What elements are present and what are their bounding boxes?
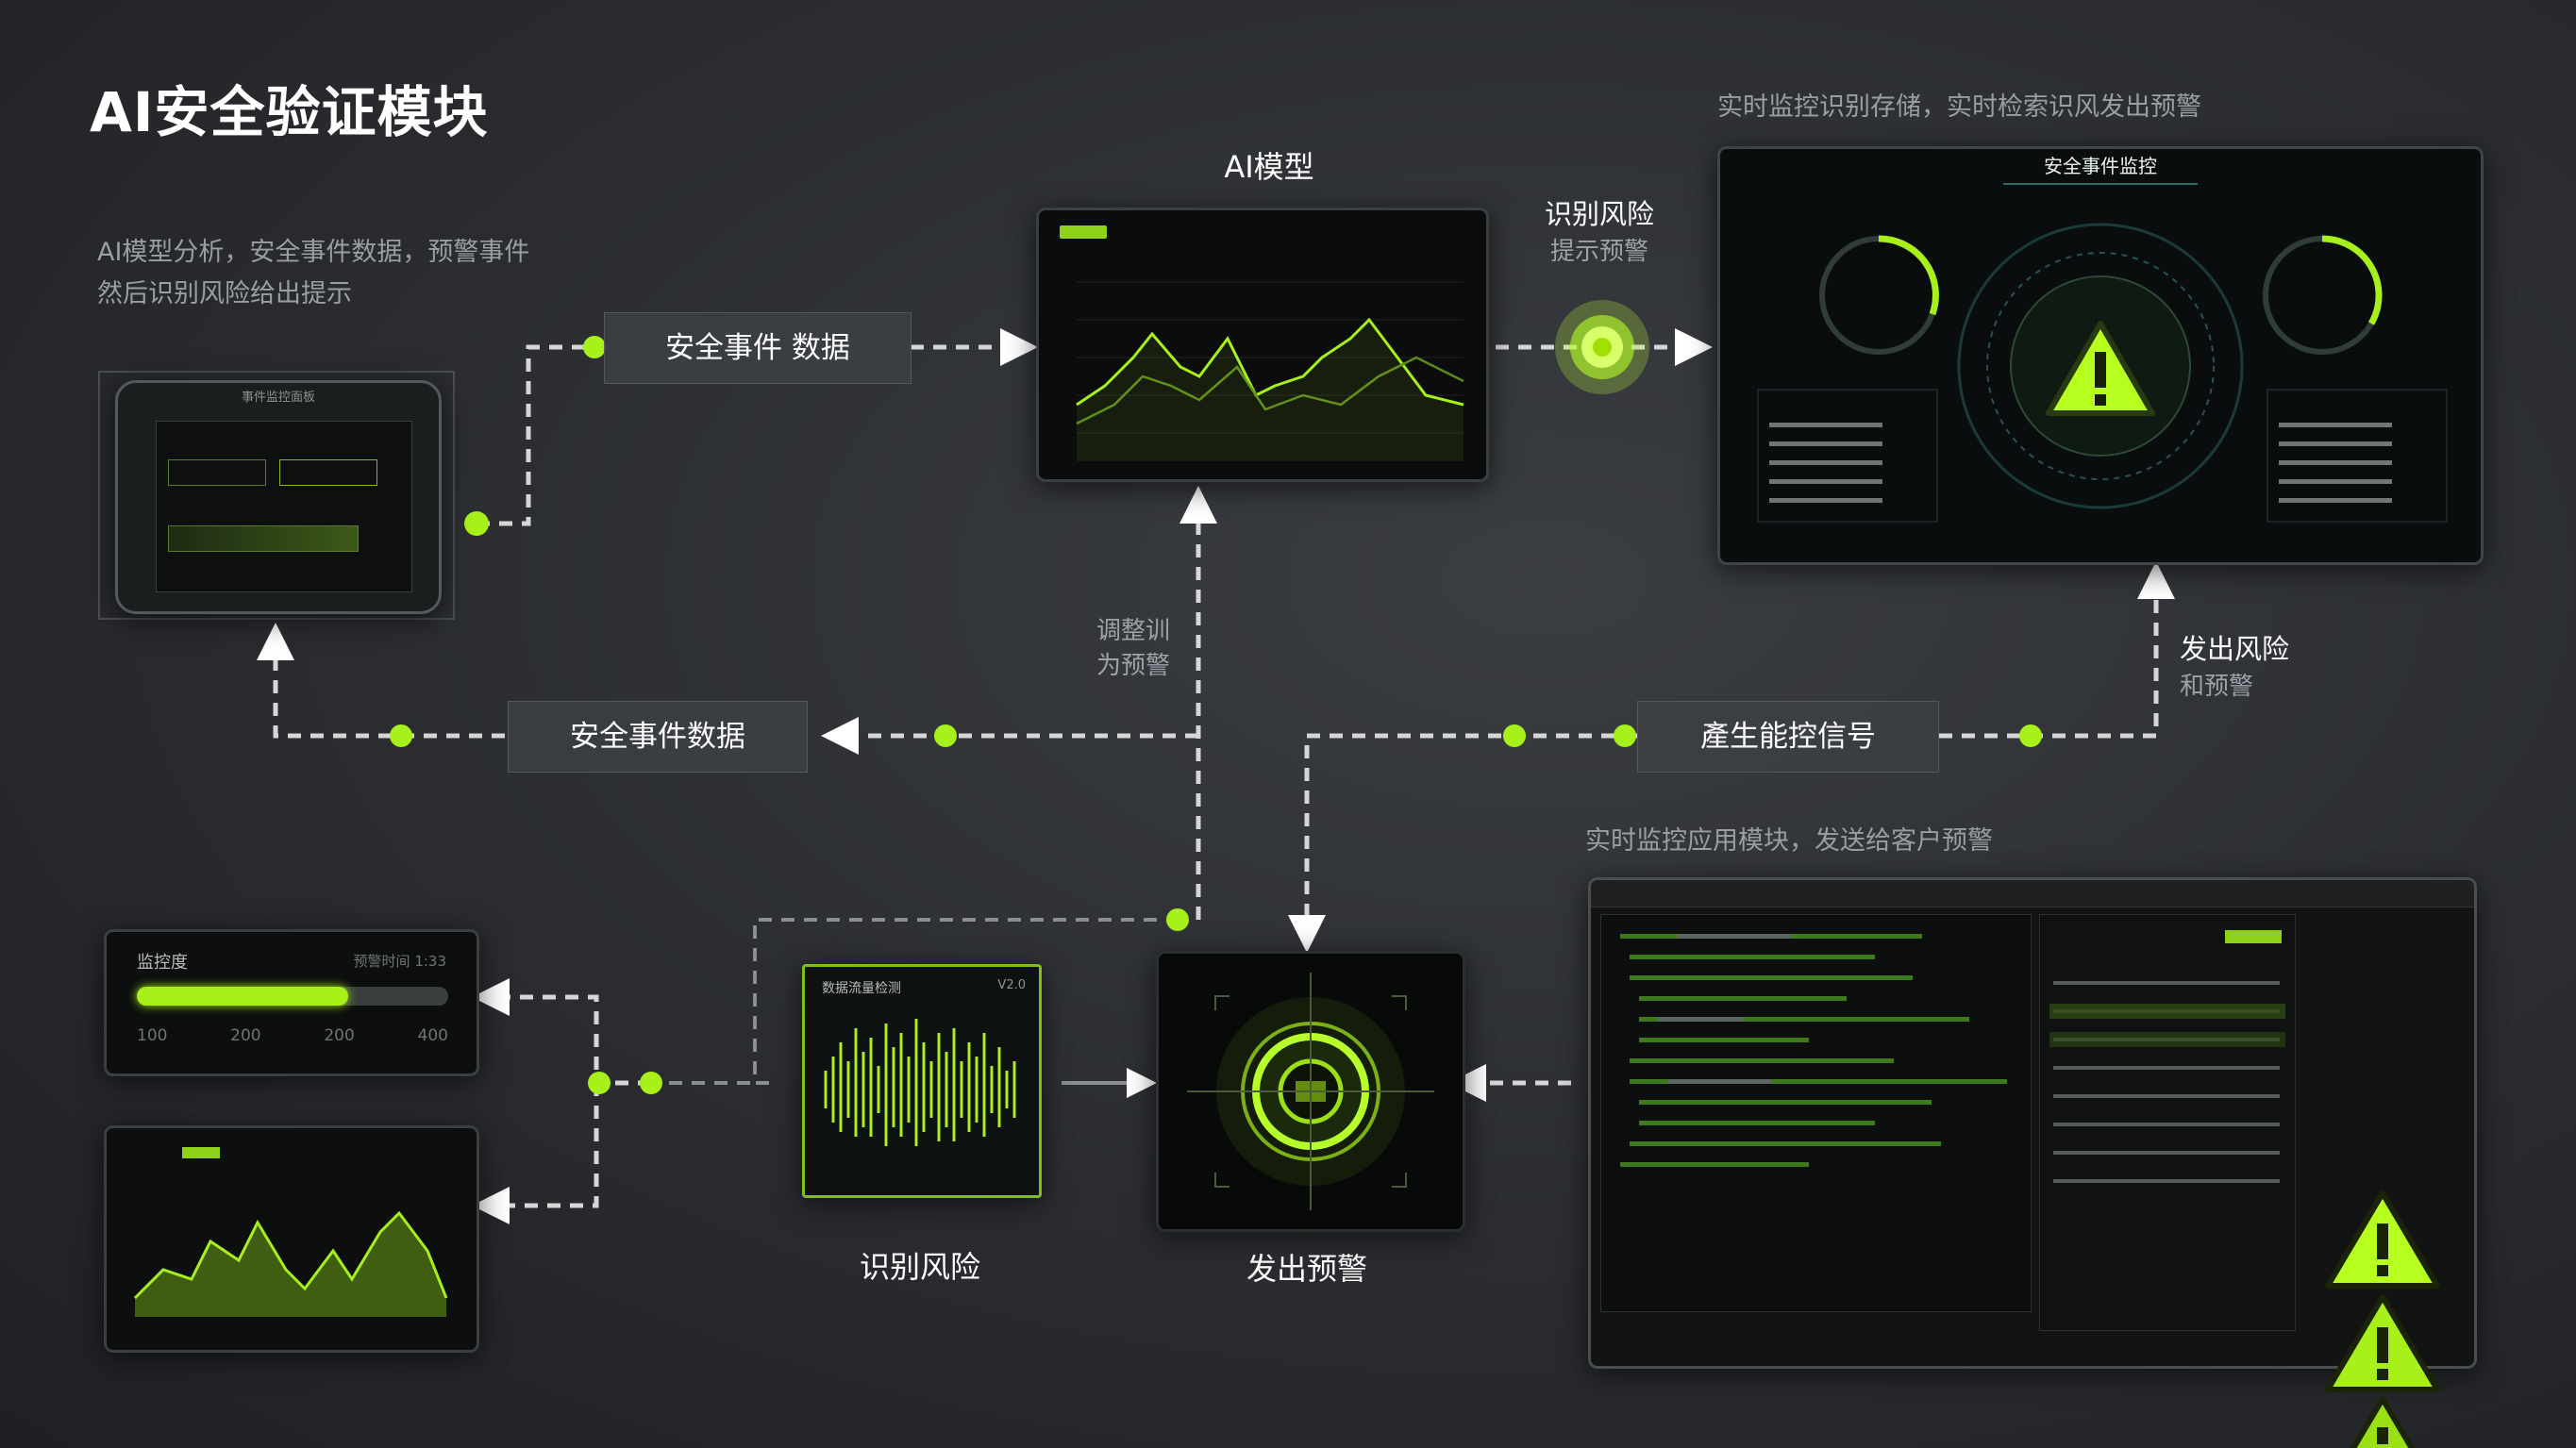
area-chart-tab-active[interactable]: [182, 1147, 220, 1158]
progress-panel: 监控度 预警时间 1:33 100 200 200 400: [104, 929, 479, 1076]
progress-right-text: 预警时间 1:33: [354, 951, 446, 971]
caption-issue-risk: 发出风险 和预警: [2180, 627, 2312, 702]
caption-feedback: 调整训 为预警: [1066, 611, 1170, 681]
waveform-panel: 数据流量检测 V2.0: [802, 964, 1042, 1198]
caption-issue-risk-sub: 和预警: [2180, 667, 2312, 702]
security-dashboard: 安全事件监控: [1717, 146, 2484, 565]
device-readout-2: [279, 459, 377, 486]
progress-tick: 100: [137, 1026, 167, 1045]
caption-ai-model: AI模型: [1175, 143, 1363, 187]
ai-model-chart: [1039, 244, 1486, 475]
code-editor: [1600, 914, 2032, 1312]
waveform-chart: [814, 1005, 1029, 1165]
waveform-title: 数据流量检测: [822, 978, 901, 997]
caption-identify-risk-top: 识别风险 提示预警: [1514, 192, 1684, 267]
device-title: 事件监控面板: [118, 387, 439, 405]
device-bar: [168, 525, 359, 552]
progress-ticks: 100 200 200 400: [137, 1026, 448, 1045]
caption-issue-risk-text: 发出风险: [2180, 627, 2312, 667]
label-security-event-data-mid: 安全事件数据: [508, 701, 808, 773]
target-graphic: [1159, 954, 1463, 1229]
caption-prompt-warning: 提示预警: [1514, 232, 1684, 267]
caption-feedback-1: 调整训: [1066, 611, 1170, 646]
progress-tick: 200: [324, 1026, 354, 1045]
caption-feedback-2: 为预警: [1066, 646, 1170, 681]
caption-identify-risk-bottom: 识别风险: [802, 1243, 1038, 1287]
caption-issue-warning: 发出预警: [1189, 1245, 1425, 1289]
device-readout-1: [168, 459, 266, 486]
code-lines: [1601, 915, 2031, 1311]
waveform-tag: V2.0: [997, 978, 1026, 992]
area-chart: [107, 1166, 477, 1345]
monitor-titlebar: [1591, 880, 2474, 907]
target-panel: [1156, 951, 1465, 1232]
warning-stack: [2317, 1184, 2449, 1448]
label-security-event-data-top: 安全事件 数据: [604, 312, 912, 384]
caption-identify-risk-text: 识别风险: [1514, 192, 1684, 232]
progress-track: [137, 987, 448, 1006]
progress-tick: 400: [418, 1026, 448, 1045]
progress-fill: [137, 987, 348, 1006]
label-generate-signal: 產生能控信号: [1637, 701, 1939, 773]
table-rows: [2040, 972, 2295, 1311]
area-chart-panel: [104, 1125, 479, 1353]
device-panel: 事件监控面板: [115, 380, 442, 614]
device-screen: [156, 421, 412, 592]
ai-model-tab-active[interactable]: [1060, 225, 1107, 239]
progress-tick: 200: [230, 1026, 260, 1045]
table-panel: [2039, 914, 2296, 1331]
progress-label: 监控度: [137, 949, 188, 974]
table-action-button[interactable]: [2225, 930, 2282, 943]
warning-icon: [2044, 319, 2157, 423]
ai-model-panel: [1036, 208, 1489, 482]
